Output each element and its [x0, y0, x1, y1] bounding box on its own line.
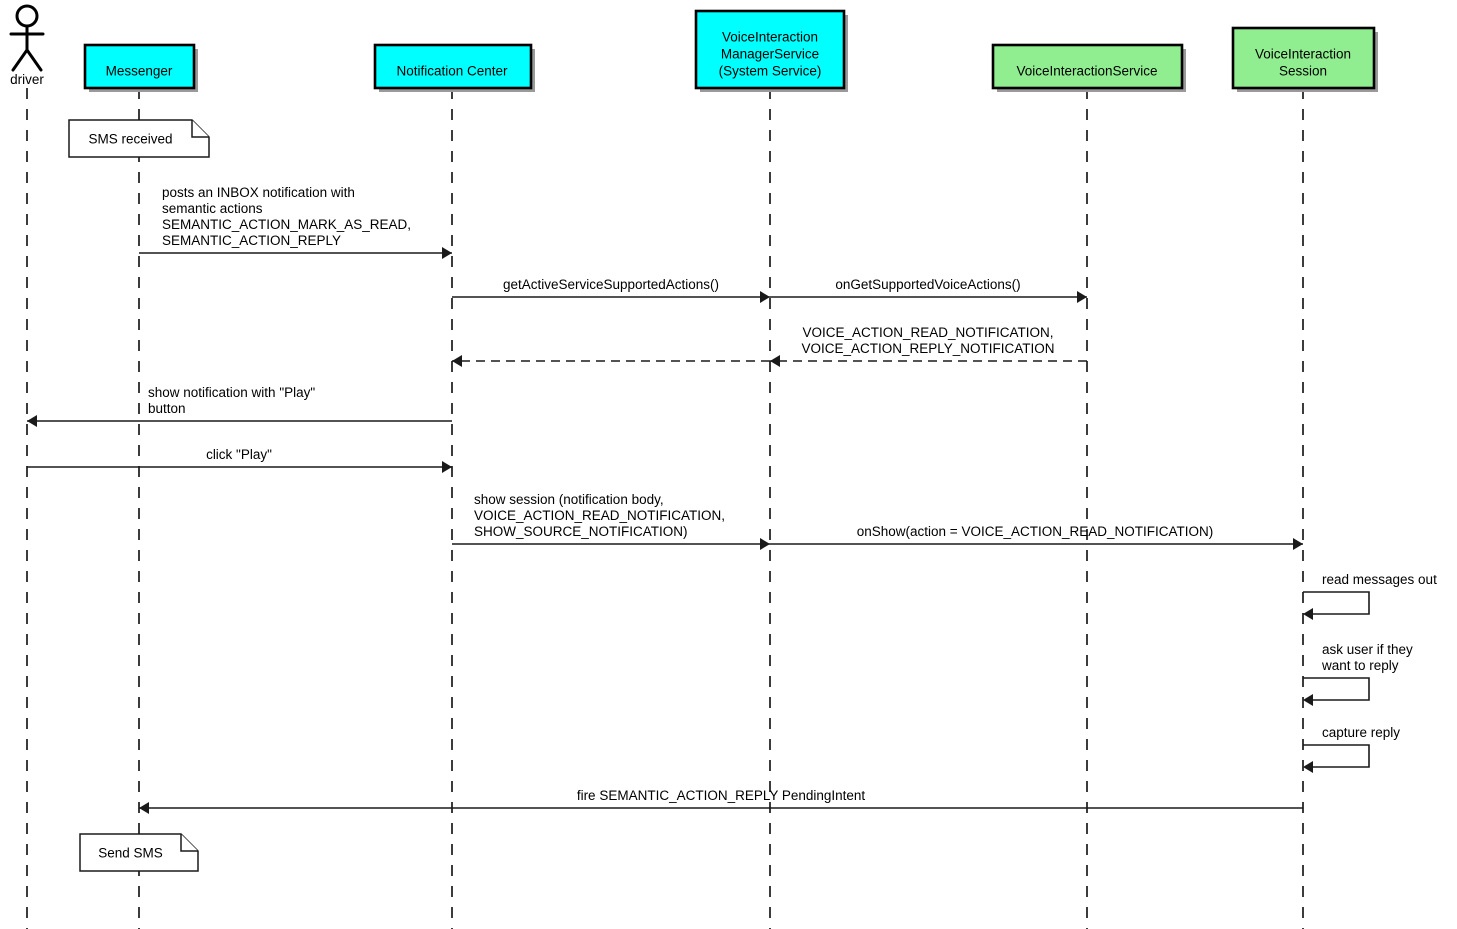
msg-on-show[interactable]: onShow(action = VOICE_ACTION_READ_NOTIFI…: [770, 524, 1303, 550]
self-msg-read-messages-out[interactable]: read messages out: [1303, 572, 1437, 620]
message-arrowhead: [1293, 538, 1303, 550]
note-send-sms[interactable]: Send SMS: [79, 833, 199, 872]
message-arrowhead: [139, 802, 149, 814]
note-label: SMS received: [88, 132, 172, 147]
message-arrowhead: [1077, 291, 1087, 303]
message-label: click "Play": [206, 447, 272, 462]
participant-box[interactable]: [991, 43, 1184, 90]
self-message-path: [1303, 591, 1370, 615]
self-message-label: read messages out: [1322, 572, 1437, 587]
note-fold-corner-icon: [180, 834, 198, 852]
participant-box[interactable]: [1231, 26, 1376, 90]
self-message-path: [1303, 744, 1370, 768]
msg-click-play[interactable]: click "Play": [27, 447, 452, 473]
msg-get-active-service-supported-actions[interactable]: getActiveServiceSupportedActions(): [452, 277, 770, 303]
participant-box[interactable]: [83, 43, 196, 90]
message-arrowhead: [27, 415, 37, 427]
lifelines-layer: [26, 88, 1304, 929]
participant-box[interactable]: [373, 43, 533, 90]
actor-label-driver: driver: [10, 72, 44, 87]
self-message-path: [1303, 677, 1370, 701]
note-body: [79, 833, 199, 872]
self-message-arrowhead: [1303, 694, 1313, 706]
participant-label-notification-center: Notification Center: [396, 63, 508, 78]
message-arrowhead: [452, 355, 462, 367]
message-label: getActiveServiceSupportedActions(): [503, 277, 719, 292]
msg-return-voice-actions-to-manager[interactable]: VOICE_ACTION_READ_NOTIFICATION,VOICE_ACT…: [770, 325, 1087, 367]
self-message-arrowhead: [1303, 761, 1313, 773]
participant-box[interactable]: [694, 9, 846, 90]
msg-fire-semantic-action-reply-pending-intent[interactable]: fire SEMANTIC_ACTION_REPLY PendingIntent: [139, 788, 1303, 814]
message-label: show notification with "Play"button: [148, 385, 315, 416]
message-label: VOICE_ACTION_READ_NOTIFICATION,VOICE_ACT…: [801, 325, 1054, 356]
message-label: show session (notification body,VOICE_AC…: [474, 492, 725, 539]
participant-boxes-layer: Messenger Notification Center VoiceInterac…: [83, 9, 1378, 92]
actor-leg-right: [25, 48, 43, 72]
msg-show-session[interactable]: show session (notification body,VOICE_AC…: [452, 492, 770, 550]
message-arrowhead: [760, 538, 770, 550]
participant-label-messenger: Messenger: [106, 63, 173, 78]
actor-head-icon: [15, 4, 39, 28]
actor-driver[interactable]: driver: [9, 4, 45, 87]
participant-voice-interaction-service[interactable]: VoiceInteractionService: [991, 43, 1186, 92]
note-fold-corner-icon: [191, 120, 209, 138]
self-message-arrowhead: [1303, 608, 1313, 620]
message-label: onGetSupportedVoiceActions(): [835, 277, 1020, 292]
note-body: [68, 119, 210, 158]
self-msg-capture-reply[interactable]: capture reply: [1303, 725, 1400, 773]
participant-notification-center[interactable]: Notification Center: [373, 43, 535, 92]
actor-leg-left: [11, 48, 29, 72]
message-label: onShow(action = VOICE_ACTION_READ_NOTIFI…: [857, 524, 1213, 539]
message-arrowhead: [442, 247, 452, 259]
participant-messenger[interactable]: Messenger: [83, 43, 198, 92]
note-sms-received[interactable]: SMS received: [68, 119, 210, 158]
message-arrowhead: [760, 291, 770, 303]
msg-on-get-supported-voice-actions[interactable]: onGetSupportedVoiceActions(): [770, 277, 1087, 303]
actor-layer: driver: [9, 4, 45, 87]
participant-label-voice-interaction-service: VoiceInteractionService: [1016, 63, 1157, 78]
msg-return-voice-actions-to-notification-center[interactable]: [452, 355, 770, 367]
message-arrowhead: [442, 461, 452, 473]
message-label: fire SEMANTIC_ACTION_REPLY PendingIntent: [577, 788, 866, 803]
msg-show-notification-with-play-button[interactable]: show notification with "Play"button: [27, 385, 452, 427]
message-arrowhead: [770, 355, 780, 367]
note-label: Send SMS: [98, 846, 163, 861]
self-message-label: capture reply: [1322, 725, 1400, 740]
